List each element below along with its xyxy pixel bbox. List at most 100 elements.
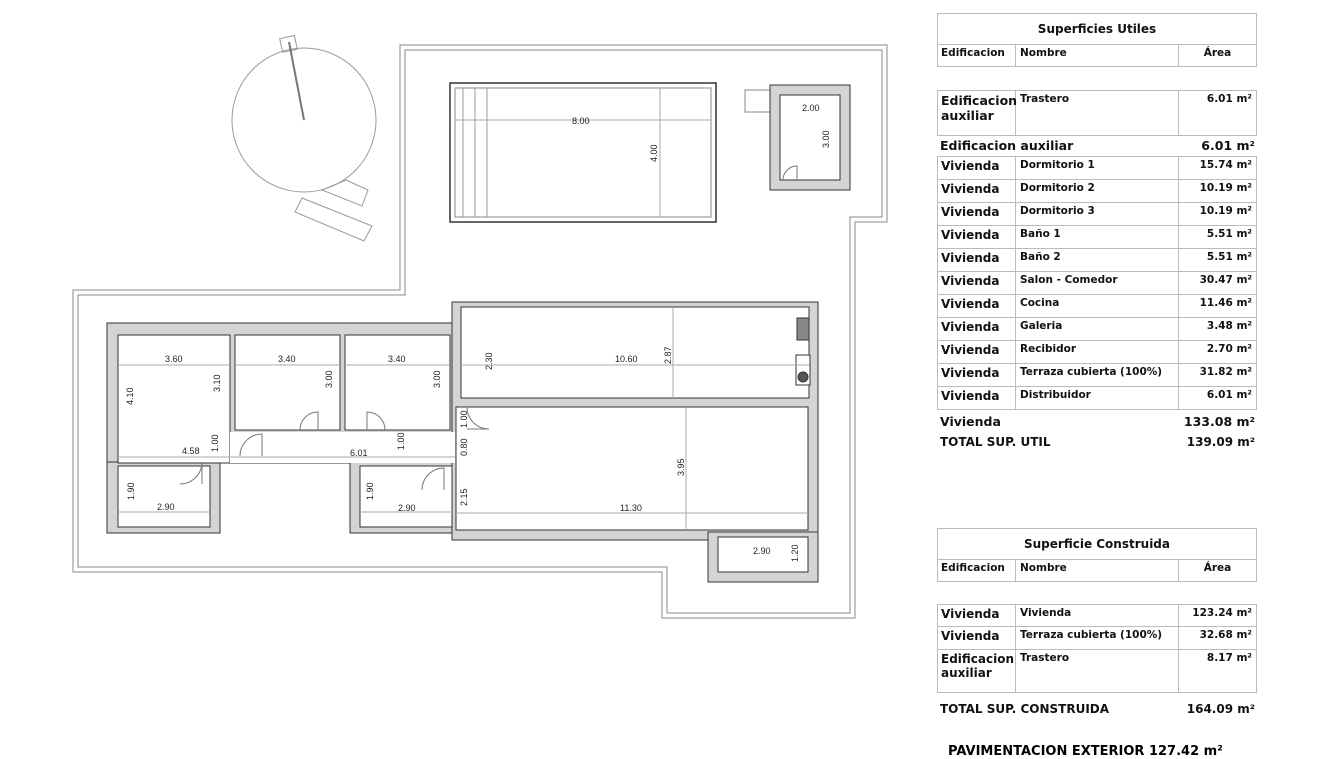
cell-edificacion: Vivienda <box>938 341 1016 363</box>
cell-nombre: Galeria <box>1016 318 1179 340</box>
floor-plan: 8.00 4.00 2.00 3.00 <box>72 34 888 619</box>
subtotal-label: Vivienda <box>940 414 1001 429</box>
shed-trastero <box>744 84 851 191</box>
table-row: Edificacion auxiliar Trastero 6.01 m² <box>937 90 1257 136</box>
cell-edificacion: Vivienda <box>938 627 1016 649</box>
dim-label: 3.40 <box>278 354 296 364</box>
cell-nombre: Terraza cubierta (100%) <box>1016 364 1179 386</box>
cell-edificacion: Vivienda <box>938 157 1016 179</box>
dim-label: 1.90 <box>126 482 136 500</box>
header-area: Área <box>1203 47 1232 59</box>
header-area: Área <box>1203 562 1232 574</box>
dim-label: 2.30 <box>484 352 494 370</box>
cell-edificacion: Vivienda <box>938 272 1016 294</box>
cell-nombre: Terraza cubierta (100%) <box>1016 627 1179 649</box>
cell-edificacion: Vivienda <box>938 364 1016 386</box>
subtotal-area: 133.08 m² <box>1183 414 1255 429</box>
dim-label: 3.00 <box>432 370 442 388</box>
cell-area: 10.19 m² <box>1199 205 1252 217</box>
dim-label: 10.60 <box>615 354 638 364</box>
cell-area: 30.47 m² <box>1199 274 1252 286</box>
dim-label: 3.40 <box>388 354 406 364</box>
dim-label: 2.87 <box>663 346 673 364</box>
pavimentacion-exterior: PAVIMENTACION EXTERIOR 127.42 m² <box>948 744 1223 759</box>
dim-label: 2.90 <box>753 546 771 556</box>
room-dormitorio-2 <box>234 334 341 431</box>
dim-label: 4.58 <box>182 446 200 456</box>
cell-area: 2.70 m² <box>1206 343 1252 355</box>
superficie-construida-table: Superficie Construida Edificacion Nombre… <box>937 528 1257 719</box>
room-bano-1 <box>117 465 211 528</box>
cell-edificacion: Vivienda <box>938 295 1016 317</box>
dim-label: 3.60 <box>165 354 183 364</box>
dim-label: 3.10 <box>212 374 222 392</box>
room-galeria <box>717 536 809 573</box>
cell-area: 8.17 m² <box>1206 652 1252 664</box>
table-header: Edificacion Nombre Área <box>937 45 1257 67</box>
cell-area: 10.19 m² <box>1199 182 1252 194</box>
cell-nombre: Baño 2 <box>1016 249 1179 271</box>
superficies-utiles-table: Superficies Utiles Edificacion Nombre Ár… <box>937 13 1257 452</box>
cell-edificacion: Edificacion auxiliar <box>938 650 1016 692</box>
dim-label: 4.10 <box>125 387 135 405</box>
cell-area: 11.46 m² <box>1199 297 1252 309</box>
cell-nombre: Vivienda <box>1016 605 1179 626</box>
subtotal-vivienda: Vivienda 133.08 m² <box>937 412 1257 432</box>
total-label: TOTAL SUP. UTIL <box>940 435 1051 449</box>
cell-area: 32.68 m² <box>1199 629 1252 641</box>
cell-area: 3.48 m² <box>1206 320 1252 332</box>
pool <box>449 82 717 223</box>
table-title: Superficie Construida <box>937 528 1257 560</box>
plot-boundary-inner <box>77 49 883 614</box>
cell-area: 5.51 m² <box>1206 228 1252 240</box>
cell-nombre: Trastero <box>1016 91 1179 135</box>
cell-nombre: Dormitorio 1 <box>1016 157 1179 179</box>
cell-area: 15.74 m² <box>1199 159 1252 171</box>
dim-label: 1.00 <box>210 434 220 452</box>
cell-edificacion: Edificacion auxiliar <box>938 91 1017 135</box>
dim-label: 2.00 <box>802 103 820 113</box>
dim-label: 1.20 <box>790 544 800 562</box>
header-edificacion: Edificacion <box>938 560 1016 581</box>
subtotal-area: 6.01 m² <box>1201 138 1255 153</box>
cell-edificacion: Vivienda <box>938 203 1016 225</box>
dim-label: 0.80 <box>459 438 469 456</box>
cell-edificacion: Vivienda <box>938 180 1016 202</box>
cell-area: 123.24 m² <box>1192 607 1252 619</box>
cell-nombre: Dormitorio 2 <box>1016 180 1179 202</box>
room-terraza <box>460 306 810 399</box>
cell-nombre: Baño 1 <box>1016 226 1179 248</box>
room-dormitorio-3 <box>344 334 451 431</box>
room-distribuidor <box>230 432 455 463</box>
kitchen-fixtures <box>795 317 811 386</box>
dim-label: 1.00 <box>396 432 406 450</box>
header-nombre: Nombre <box>1016 45 1179 66</box>
plot-boundary <box>72 44 888 619</box>
cell-edificacion: Vivienda <box>938 387 1016 409</box>
dim-label: 2.90 <box>398 503 416 513</box>
cell-nombre: Recibidor <box>1016 341 1179 363</box>
dim-label: 2.15 <box>459 488 469 506</box>
cell-area: 6.01 m² <box>1206 389 1252 401</box>
header-edificacion: Edificacion <box>938 45 1016 66</box>
dim-label: 4.00 <box>649 144 659 162</box>
table-header: Edificacion Nombre Área <box>937 560 1257 582</box>
room-bano-2 <box>359 465 453 528</box>
dim-label: 2.90 <box>157 502 175 512</box>
cell-edificacion: Vivienda <box>938 249 1016 271</box>
dim-label: 3.00 <box>821 130 831 148</box>
header-nombre: Nombre <box>1016 560 1179 581</box>
total-area: 139.09 m² <box>1186 435 1255 449</box>
doors <box>179 406 490 491</box>
